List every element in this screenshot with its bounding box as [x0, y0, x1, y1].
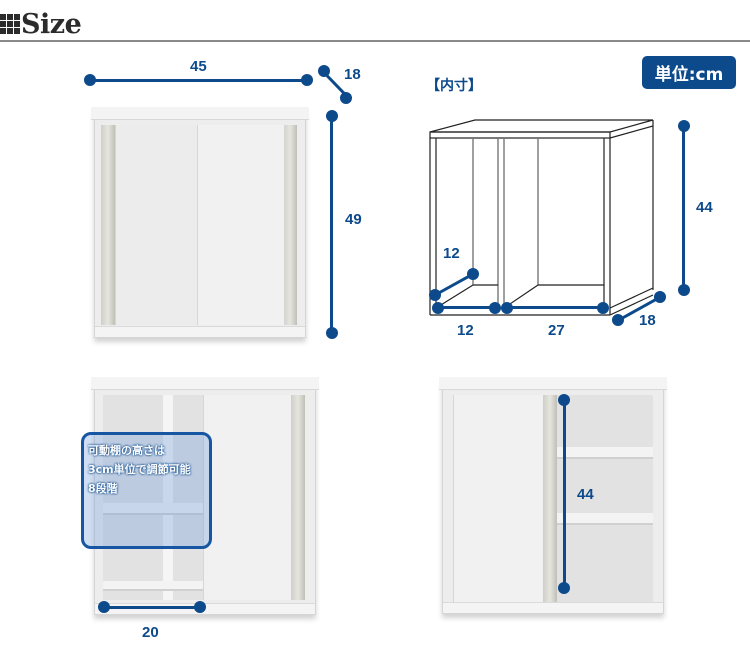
left-width-label: 12 — [457, 322, 474, 339]
section-title: Size — [21, 8, 82, 40]
dimension-dot — [612, 314, 624, 326]
cabinet-photo-closed — [91, 107, 309, 338]
dimension-dot — [432, 302, 444, 314]
dimension-dot — [318, 65, 330, 77]
left-depth-label: 12 — [443, 245, 460, 262]
internal-dimensions-label: 【内寸】 — [426, 78, 482, 94]
dimension-dot — [654, 291, 666, 303]
callout-line: 8段階 — [88, 482, 118, 495]
internal-height-line — [682, 125, 685, 290]
right-width-label: 27 — [548, 322, 565, 339]
right-width-line — [507, 306, 603, 309]
dimension-dot — [501, 302, 513, 314]
height-dimension-label: 49 — [345, 211, 362, 228]
dimension-dot — [429, 289, 441, 301]
internal-height-label: 44 — [696, 199, 713, 216]
dimension-dot — [678, 120, 690, 132]
dimension-dot — [467, 268, 479, 280]
dimension-dot — [558, 394, 570, 406]
dimension-dot — [301, 74, 313, 86]
dimension-dot — [489, 302, 501, 314]
shelf-height-line — [563, 400, 566, 588]
adjustable-shelf-callout: 可動棚の高さは 3cm単位で調節可能 8段階 — [81, 432, 212, 549]
cabinet-photo-open-right — [439, 377, 667, 614]
cabinet-outline-diagram — [429, 119, 654, 316]
internal-depth-label: 18 — [639, 312, 656, 329]
section-header: Size — [0, 8, 82, 40]
callout-line: 3cm単位で調節可能 — [88, 463, 191, 476]
grid-icon — [0, 14, 20, 34]
shelf-height-label: 44 — [577, 486, 594, 503]
left-width-line — [437, 306, 497, 309]
dimension-dot — [84, 74, 96, 86]
shelf-width-line — [104, 606, 200, 609]
header-divider — [0, 40, 750, 42]
dimension-dot — [597, 302, 609, 314]
width-dimension-line — [90, 79, 307, 82]
dimension-dot — [98, 601, 110, 613]
cabinet-photo-open-left — [91, 377, 319, 615]
dimension-dot — [558, 582, 570, 594]
shelf-width-label: 20 — [142, 624, 159, 641]
height-dimension-line — [330, 115, 333, 333]
dimension-dot — [326, 327, 338, 339]
unit-badge: 単位:cm — [642, 56, 736, 89]
dimension-dot — [194, 601, 206, 613]
depth-dimension-label: 18 — [344, 66, 361, 83]
dimension-dot — [678, 284, 690, 296]
callout-line: 可動棚の高さは — [88, 444, 165, 457]
dimension-dot — [340, 92, 352, 104]
dimension-dot — [326, 110, 338, 122]
width-dimension-label: 45 — [190, 58, 207, 75]
